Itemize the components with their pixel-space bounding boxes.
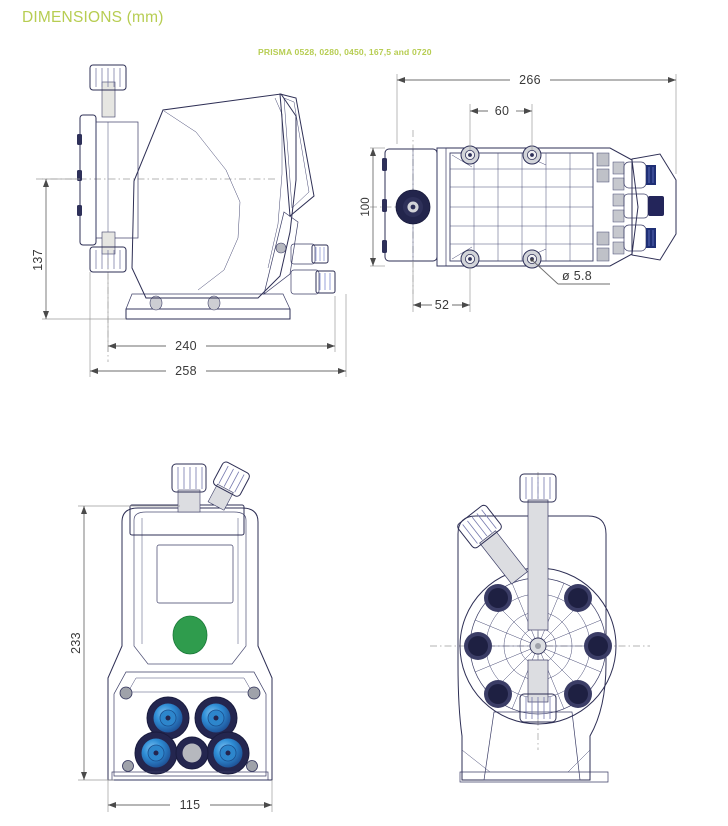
side-view-front-bezel (263, 211, 299, 295)
side-view-outlet-fittings (290, 243, 336, 295)
port-center-gray (175, 736, 209, 770)
dimension-137: 137 (31, 178, 126, 320)
dimension-label-240: 240 (175, 339, 197, 353)
dimension-100: 100 (360, 147, 385, 267)
side-view-drive-cylinder (77, 114, 139, 246)
dimension-115: 115 (107, 780, 273, 812)
port-blue-bottom-right (206, 731, 250, 775)
top-view-mounting-holes (460, 145, 542, 269)
page-title: DIMENSIONS (mm) (22, 9, 164, 26)
dimension-label-60: 60 (495, 104, 510, 118)
rear-view-bottom-connector (519, 659, 557, 723)
front-view-display (156, 544, 234, 604)
rear-view-bolt-heads (464, 584, 612, 708)
drawing-front-view: 233 115 (60, 450, 360, 820)
dimension-240: 240 (107, 274, 336, 353)
top-view-motor (382, 148, 438, 262)
front-view-connector-panel (111, 671, 269, 781)
dimension-hole-diameter: ø 5.8 (530, 258, 610, 285)
dimension-label-137: 137 (31, 249, 45, 271)
dimension-label-266: 266 (519, 73, 541, 87)
drawing-side-view: 137 240 258 (28, 62, 373, 392)
dimension-label-258: 258 (175, 364, 197, 378)
front-view-control-knob (172, 615, 208, 655)
dimension-label-115: 115 (180, 798, 201, 812)
front-view-cover (133, 511, 247, 665)
port-blue-bottom-left (134, 731, 178, 775)
drawing-rear-view (420, 450, 710, 820)
dimension-266: 266 (396, 73, 677, 174)
side-view-base (125, 293, 291, 320)
dimension-label-100: 100 (360, 197, 372, 216)
rear-view-top-connector (519, 473, 557, 631)
front-view-enclosure (107, 507, 273, 781)
dimension-258: 258 (89, 272, 347, 378)
top-view-pump-head (623, 153, 677, 261)
top-view-housing (436, 147, 639, 267)
dimension-label-233: 233 (69, 632, 83, 654)
dimension-label-52: 52 (435, 298, 450, 312)
model-subtitle: PRISMA 0528, 0280, 0450, 167,5 and 0720 (258, 47, 432, 57)
port-blue-top-left (146, 696, 190, 740)
dimension-60: 60 (469, 104, 533, 150)
front-view-top-connectors (171, 461, 250, 513)
side-view-display-panel (279, 93, 315, 218)
port-blue-top-right (194, 696, 238, 740)
drawing-top-view: 266 60 52 (360, 62, 722, 322)
side-view-upper-connector (89, 64, 127, 118)
rear-view-side-connector (457, 504, 528, 585)
rear-view-enclosure (457, 515, 609, 783)
dimension-label-hole-diameter: ø 5.8 (562, 269, 592, 283)
side-view-housing (131, 93, 297, 299)
dimension-52: 52 (412, 261, 471, 312)
